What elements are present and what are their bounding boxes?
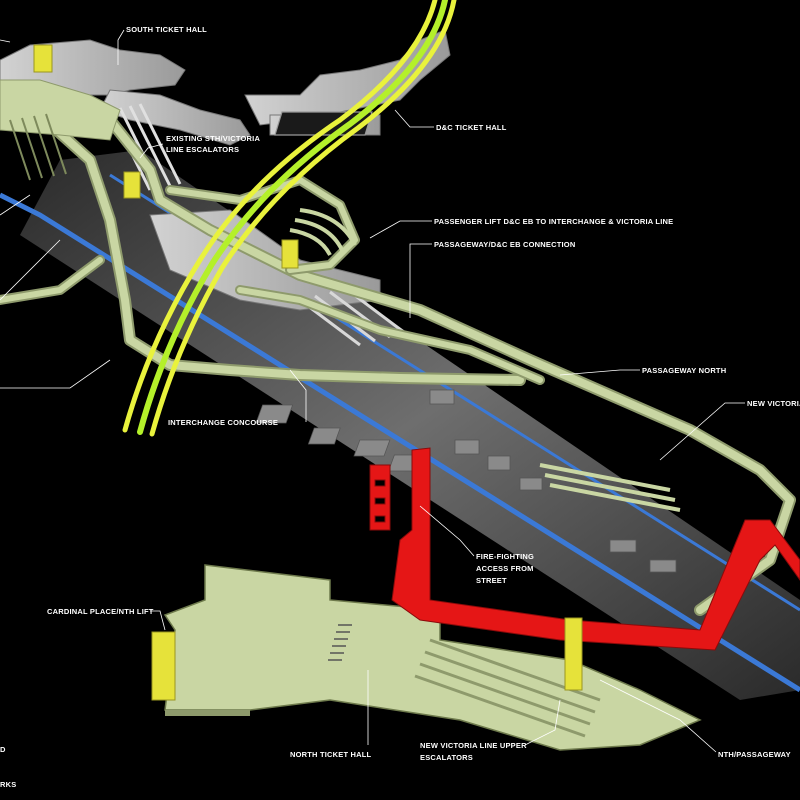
label-edge-d: D: [0, 745, 6, 754]
lift-escalator: [123, 171, 141, 199]
label-nth-passageway: NTH/PASSAGEWAY: [718, 750, 791, 759]
new-victoria-escalators: [539, 463, 681, 512]
label-cardinal-place-lift: CARDINAL PLACE/NTH LIFT: [47, 607, 154, 616]
lifts: [33, 44, 583, 701]
label-existing-escalators-2: LINE ESCALATORS: [166, 145, 239, 154]
labels: SOUTH TICKET HALL EXISTING STH/VICTORIA …: [0, 25, 800, 789]
fire-fighting-access: [369, 447, 800, 651]
label-interchange-concourse: INTERCHANGE CONCOURSE: [168, 418, 278, 427]
label-passenger-lift: PASSENGER LIFT D&C EB TO INTERCHANGE & V…: [434, 217, 673, 226]
label-new-victoria-upper-1: NEW VICTORIA LINE UPPER: [420, 741, 527, 750]
lift-dc-interchange: [281, 239, 299, 269]
label-new-victoria-upper-2: ESCALATORS: [420, 753, 473, 762]
lift-north-passage: [564, 617, 583, 691]
label-fire-fighting-2: ACCESS FROM: [476, 564, 534, 573]
lift-cardinal-place: [151, 631, 176, 701]
track-blue-1: [0, 192, 800, 693]
label-passageway-north: PASSAGEWAY NORTH: [642, 366, 726, 375]
label-north-ticket-hall: NORTH TICKET HALL: [290, 750, 372, 759]
label-new-victoria-top: NEW VICTORIA: [747, 399, 800, 408]
south-green-area: [0, 79, 121, 181]
passageway-network: [0, 89, 796, 616]
label-passageway-dc: PASSAGEWAY/D&C EB CONNECTION: [434, 240, 575, 249]
leader-lines: [0, 29, 745, 753]
label-fire-fighting-1: FIRE-FIGHTING: [476, 552, 534, 561]
dc-line-track: [122, 0, 457, 437]
label-existing-escalators-1: EXISTING STH/VICTORIA: [166, 134, 260, 143]
lift-south: [33, 44, 53, 73]
interchange-curved-stairs: [289, 208, 357, 256]
label-dc-ticket-hall: D&C TICKET HALL: [436, 123, 507, 132]
label-fire-fighting-3: STREET: [476, 576, 507, 585]
label-edge-rks: RKS: [0, 780, 16, 789]
label-south-ticket-hall: SOUTH TICKET HALL: [126, 25, 207, 34]
north-hall-stairs: [328, 624, 352, 661]
